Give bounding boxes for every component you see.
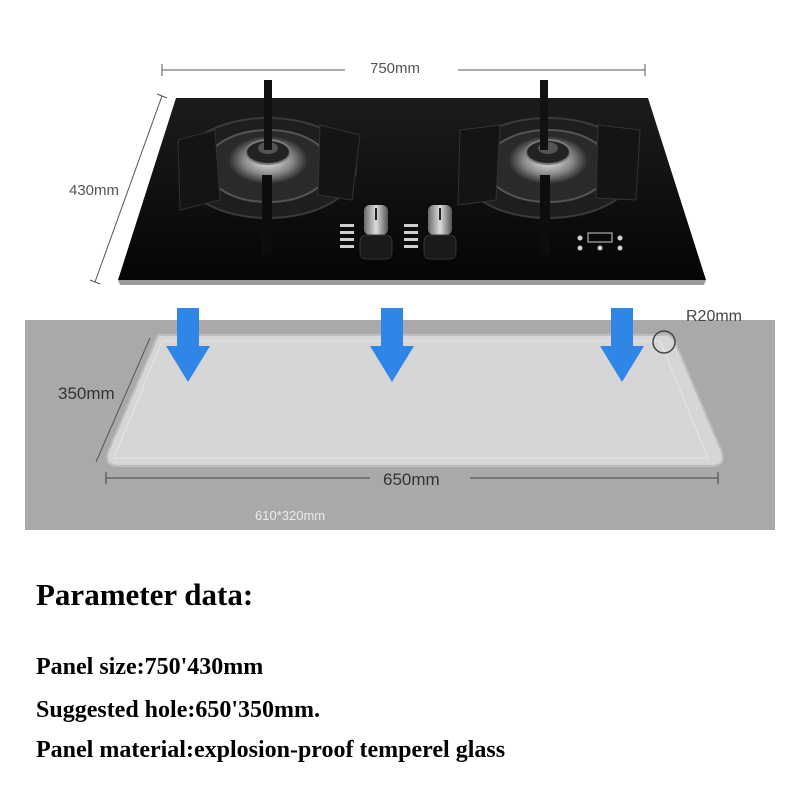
right-knob[interactable] <box>423 205 457 260</box>
glass-edge <box>118 280 706 285</box>
hole-inner-edge <box>113 340 709 459</box>
down-arrow-right <box>600 308 644 382</box>
panel-depth-label: 430mm <box>69 182 120 199</box>
panel-width-label: 750mm <box>370 60 421 77</box>
corner-radius-marker <box>652 330 676 354</box>
right-burner <box>457 80 641 255</box>
panel-depth-line <box>94 95 163 283</box>
hole-depth-label: 350mm <box>58 384 115 403</box>
right-knob-indicators <box>404 224 418 248</box>
suggested-hole-text: Suggested hole:650'350mm. <box>36 697 320 723</box>
panel-material-text: Panel material:explosion-proof temperel … <box>36 737 506 763</box>
corner-radius-label: R20mm <box>686 308 743 325</box>
down-arrow-left <box>166 308 210 382</box>
hole-min-label: 610*320mm <box>255 508 326 523</box>
product-diagram <box>25 64 775 530</box>
panel-size-text: Panel size:750'430mm <box>36 654 264 680</box>
hole-width-label: 650mm <box>383 470 440 489</box>
left-burner <box>177 80 361 255</box>
left-knob-indicators <box>340 224 354 248</box>
touch-display[interactable] <box>577 232 623 251</box>
hole-depth-line <box>95 337 151 463</box>
parameter-heading: Parameter data: <box>36 577 254 612</box>
down-arrow-center <box>370 308 414 382</box>
hole-cutout <box>106 334 724 467</box>
left-knob[interactable] <box>359 205 393 260</box>
